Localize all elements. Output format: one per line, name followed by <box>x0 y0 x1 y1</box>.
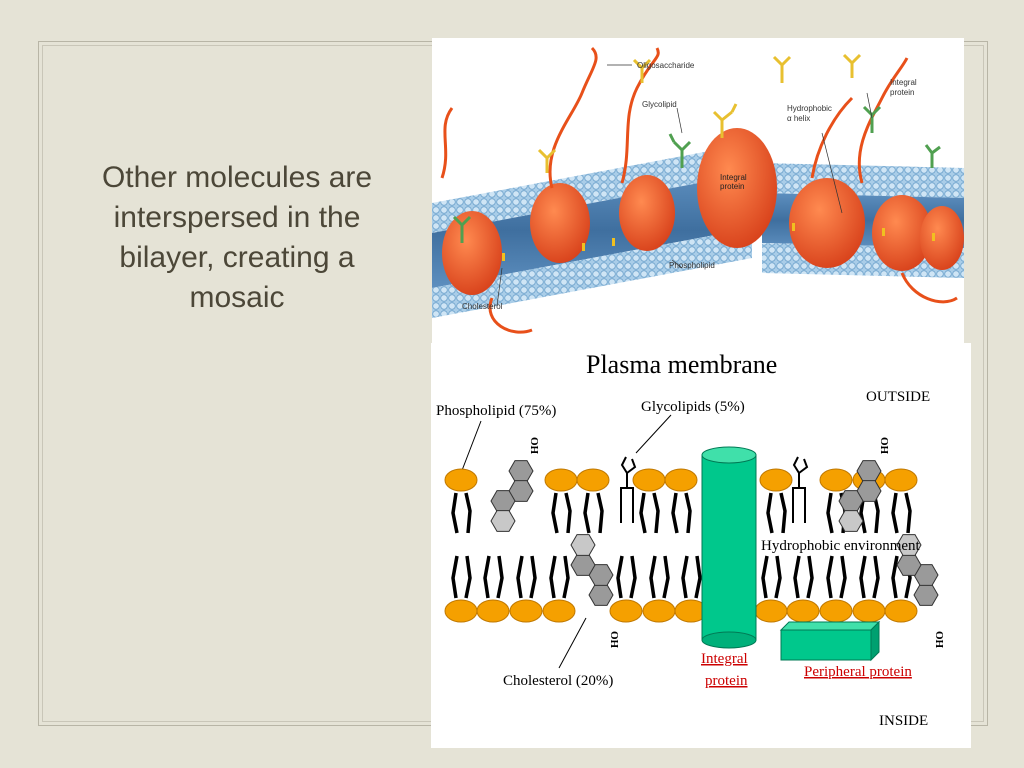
phospholipid-head <box>754 599 788 623</box>
phospholipid-tail <box>793 555 814 599</box>
phospholipid-head <box>819 468 853 492</box>
phospholipid-head <box>786 599 820 623</box>
cholesterol-molecules <box>490 460 939 606</box>
phospholipid-tail <box>649 555 670 599</box>
phospholipid-head <box>476 599 510 623</box>
phospholipid-head <box>576 468 610 492</box>
phospholipid-head <box>884 599 918 623</box>
phospholipid-tail <box>891 492 912 534</box>
oh-label-2: OH <box>878 437 890 455</box>
integral-protein-cylinder <box>701 446 757 649</box>
phospholipid-head <box>819 599 853 623</box>
cholesterol-pointer <box>558 617 587 669</box>
phospholipid-label: Phospholipid (75%) <box>436 403 556 419</box>
phospholipid-tail <box>859 555 880 599</box>
phospholipid-heads-outer <box>444 468 918 492</box>
phospholipid-head <box>444 468 478 492</box>
phospholipid-tail <box>549 555 570 599</box>
diagram-title: Plasma membrane <box>586 350 777 379</box>
oh-label-1: OH <box>528 437 540 455</box>
integral-protein-label-line1: Integral <box>701 651 748 667</box>
phospholipid-head <box>664 468 698 492</box>
plasma-membrane-svg: Plasma membrane OUTSIDE Phospholipid (75… <box>436 350 945 729</box>
phospholipid-head <box>759 468 793 492</box>
phospholipid-head <box>609 599 643 623</box>
outside-label: OUTSIDE <box>866 389 930 405</box>
sterol-ring <box>838 510 864 532</box>
phospholipid-tail <box>451 555 472 599</box>
sterol-ring <box>913 584 939 606</box>
oh-label-3: OH <box>608 631 620 649</box>
phospholipid-tail <box>483 555 504 599</box>
sterol-ring <box>896 534 922 556</box>
phospholipid-tail <box>451 492 472 534</box>
integral-protein-label-line2: protein <box>705 673 748 689</box>
glycolipids-pointer <box>635 414 672 454</box>
oligosaccharide-chains <box>440 46 958 334</box>
phospholipid-head <box>444 599 478 623</box>
phospholipid-tail <box>826 555 847 599</box>
sterol-ring <box>508 460 534 482</box>
phospholipid-head <box>852 599 886 623</box>
sterol-ring <box>570 534 596 556</box>
phospholipid-tail <box>616 555 637 599</box>
sterol-ring <box>490 510 516 532</box>
phospholipid-tail <box>766 492 787 534</box>
oh-label-4: OH <box>933 631 945 649</box>
phospholipid-pointer <box>460 420 482 474</box>
phospholipid-head <box>544 468 578 492</box>
membrane-proteins <box>442 128 964 295</box>
cholesterol-molecules <box>502 223 935 261</box>
phospholipid-head <box>642 599 676 623</box>
phospholipid-head <box>632 468 666 492</box>
inside-label: INSIDE <box>879 713 928 729</box>
cholesterol-label: Cholesterol (20%) <box>503 673 613 689</box>
label-phospholipid: Phospholipid <box>669 261 715 270</box>
phospholipid-tail <box>516 555 537 599</box>
phospholipid-head <box>542 599 576 623</box>
sterol-ring <box>588 584 614 606</box>
phospholipid-head <box>884 468 918 492</box>
phospholipid-tail <box>761 555 782 599</box>
plasma-membrane-diagram: Plasma membrane OUTSIDE Phospholipid (75… <box>431 343 971 748</box>
phospholipid-heads-inner <box>444 599 918 623</box>
phospholipid-tail <box>681 555 702 599</box>
phospholipid-tail <box>583 492 604 534</box>
phospholipid-tail <box>551 492 572 534</box>
label-glycolipid: Glycolipid <box>642 100 677 109</box>
label-cholesterol: Cholesterol <box>462 302 503 311</box>
glycolipids-label: Glycolipids (5%) <box>641 399 745 415</box>
glycolipids <box>452 53 941 243</box>
slide-caption: Other molecules are interspersed in the … <box>101 161 373 314</box>
label-oligosaccharide: Oligosaccharide <box>637 61 695 70</box>
glycolipid-molecules <box>620 456 809 523</box>
phospholipid-tail <box>671 492 692 534</box>
phospholipid-tail <box>639 492 660 534</box>
phospholipid-head <box>509 599 543 623</box>
hydrophobic-label: Hydrophobic environment <box>761 538 921 554</box>
peripheral-protein-label: Peripheral protein <box>804 664 912 680</box>
peripheral-protein-block <box>779 620 881 662</box>
